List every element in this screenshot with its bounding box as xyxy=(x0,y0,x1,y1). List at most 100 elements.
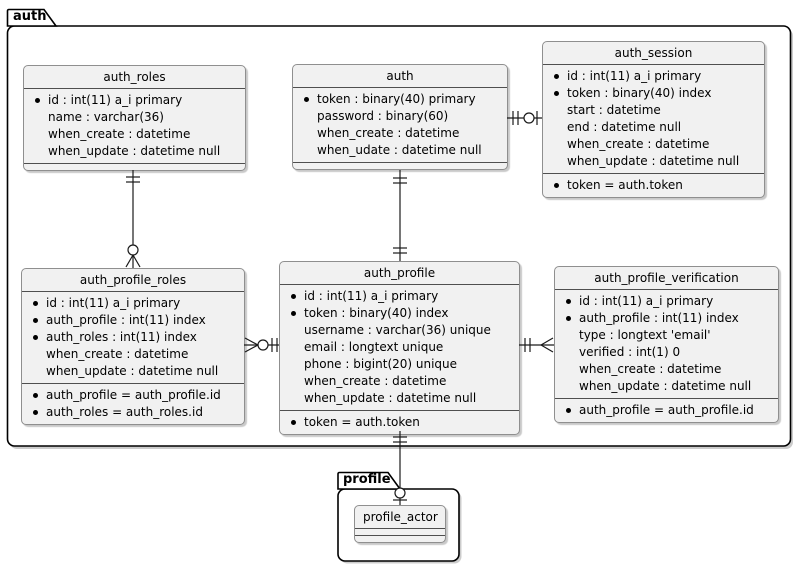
entity-footer: auth_profile = auth_profile.id xyxy=(555,399,778,422)
entity-field: when_create : datetime xyxy=(28,346,238,363)
entity-title: auth_profile_verification xyxy=(555,267,778,290)
bullet-icon xyxy=(33,410,38,415)
entity-field-text: when_update : datetime null xyxy=(304,391,477,405)
entity-field-text: auth_profile = auth_profile.id xyxy=(579,403,754,417)
auth-package-label: auth xyxy=(13,9,47,24)
entity-field: id : int(11) a_i primary xyxy=(28,295,238,312)
entity-field: when_update : datetime null xyxy=(549,153,758,170)
relationship-auth_profile-profile_actor xyxy=(393,431,407,505)
relationship-auth-auth_session xyxy=(507,111,542,125)
entity-field: auth_profile : int(11) index xyxy=(561,310,772,327)
entity-field-text: when_create : datetime xyxy=(48,127,191,141)
entity-field-text: when_create : datetime xyxy=(46,347,189,361)
entity-field: end : datetime null xyxy=(549,119,758,136)
entity-footer xyxy=(24,164,245,170)
entity-field: token : binary(40) index xyxy=(286,305,513,322)
entity-field-text: token = auth.token xyxy=(567,178,683,192)
entity-field-text: type : longtext 'email' xyxy=(579,328,711,342)
entity-field-text: auth_roles : int(11) index xyxy=(46,330,197,344)
entity-field-text: auth_roles = auth_roles.id xyxy=(46,405,203,419)
entity-fields xyxy=(355,529,445,536)
entity-field: id : int(11) a_i primary xyxy=(30,92,239,109)
entity-field: id : int(11) a_i primary xyxy=(549,68,758,85)
bullet-icon xyxy=(554,74,559,79)
entity-field: auth_profile : int(11) index xyxy=(28,312,238,329)
entity-field-text: id : int(11) a_i primary xyxy=(567,69,702,83)
entity-field: username : varchar(36) unique xyxy=(286,322,513,339)
entity-field: auth_profile = auth_profile.id xyxy=(561,402,772,419)
entity-fields: id : int(11) a_i primary name : varchar(3… xyxy=(24,89,245,164)
entity-field: verified : int(1) 0 xyxy=(561,344,772,361)
bullet-icon xyxy=(554,183,559,188)
entity-field-text: end : datetime null xyxy=(567,120,682,134)
entity-field-text: when_create : datetime xyxy=(317,126,460,140)
bullet-icon xyxy=(291,294,296,299)
entity-field-text: when_update : datetime null xyxy=(567,154,740,168)
entity-field-text: id : int(11) a_i primary xyxy=(48,93,183,107)
bullet-icon xyxy=(291,420,296,425)
entity-field: id : int(11) a_i primary xyxy=(561,293,772,310)
entity-field: start : datetime xyxy=(549,102,758,119)
entity-title: auth_profile_roles xyxy=(22,269,244,292)
entity-field: phone : bigint(20) unique xyxy=(286,356,513,373)
bullet-icon xyxy=(33,318,38,323)
entity-field-text: when_create : datetime xyxy=(567,137,710,151)
entity-field-text: auth_profile : int(11) index xyxy=(46,313,206,327)
entity-field: when_update : datetime null xyxy=(286,390,513,407)
entity-field: when_create : datetime xyxy=(286,373,513,390)
entity-field-text: name : varchar(36) xyxy=(48,110,164,124)
entity-field-text: when_create : datetime xyxy=(304,374,447,388)
entity-field-text: start : datetime xyxy=(567,103,661,117)
entity-footer xyxy=(293,163,507,169)
entity-title: auth_session xyxy=(543,42,764,65)
entity-field: when_create : datetime xyxy=(299,125,501,142)
entity-field-text: username : varchar(36) unique xyxy=(304,323,491,337)
entity-field-text: token : binary(40) index xyxy=(567,86,712,100)
entity-field: password : binary(60) xyxy=(299,108,501,125)
entity-field: token = auth.token xyxy=(549,177,758,194)
entity-field-text: when_update : datetime null xyxy=(48,144,221,158)
bullet-icon xyxy=(566,408,571,413)
relationship-auth_roles-auth_profile_roles xyxy=(125,170,141,268)
entity-title: auth_roles xyxy=(24,66,245,89)
profile-package-label: profile xyxy=(343,472,391,487)
entity-field: token : binary(40) index xyxy=(549,85,758,102)
entity-field: when_create : datetime xyxy=(30,126,239,143)
relationship-auth-auth_profile xyxy=(393,170,407,261)
entity-field: when_create : datetime xyxy=(561,361,772,378)
bullet-icon xyxy=(304,97,309,102)
entity-field: email : longtext unique xyxy=(286,339,513,356)
entity-field: name : varchar(36) xyxy=(30,109,239,126)
entity-field-text: id : int(11) a_i primary xyxy=(304,289,439,303)
entity-title: auth xyxy=(293,65,507,88)
entity-field: auth_profile = auth_profile.id xyxy=(28,387,238,404)
entity-field-text: password : binary(60) xyxy=(317,109,449,123)
bullet-icon xyxy=(35,98,40,103)
bullet-icon xyxy=(566,299,571,304)
bullet-icon xyxy=(33,301,38,306)
bullet-icon xyxy=(33,393,38,398)
bullet-icon xyxy=(33,335,38,340)
table-profile_actor: profile_actor xyxy=(354,505,446,543)
entity-field-text: id : int(11) a_i primary xyxy=(46,296,181,310)
entity-fields: id : int(11) a_i primary token : binary(4… xyxy=(543,65,764,174)
entity-field-text: when_create : datetime xyxy=(579,362,722,376)
entity-footer xyxy=(355,536,445,542)
entity-field: when_create : datetime xyxy=(549,136,758,153)
bullet-icon xyxy=(291,311,296,316)
entity-footer: token = auth.token xyxy=(543,174,764,197)
relationship-auth_profile_roles-auth_profile xyxy=(244,337,279,353)
entity-field-text: token : binary(40) index xyxy=(304,306,449,320)
entity-field-text: when_update : datetime null xyxy=(46,364,219,378)
entity-field: type : longtext 'email' xyxy=(561,327,772,344)
